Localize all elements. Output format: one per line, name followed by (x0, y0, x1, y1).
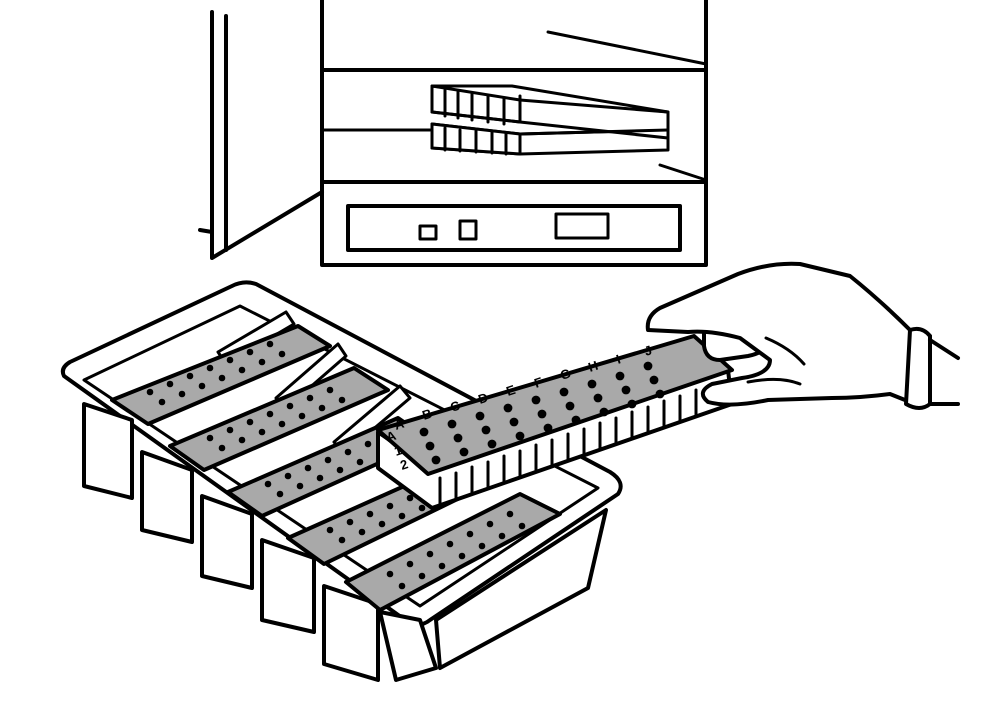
column-label: B (420, 406, 434, 423)
indicator-light (418, 224, 438, 241)
indicator-light (458, 219, 478, 241)
freezer-icon (198, 0, 708, 267)
row-label: 2 (398, 456, 410, 473)
tray-rack-5 (344, 492, 562, 612)
freezer-cabinet (320, 0, 708, 267)
column-label: I (614, 351, 622, 366)
display-window (554, 212, 610, 240)
stored-trays (430, 84, 670, 156)
tray-icon (60, 280, 623, 682)
column-label: D (476, 390, 490, 407)
tray-rack-wells (146, 340, 526, 590)
column-label: J (642, 342, 654, 359)
column-label: H (586, 358, 600, 375)
held-rack-top (376, 334, 734, 476)
column-label: G (558, 365, 572, 382)
gloved-hand (645, 261, 932, 407)
row-label: 1 (392, 442, 404, 459)
hand-icon (645, 261, 960, 410)
freezer-door (210, 10, 324, 260)
held-rack-wells (419, 361, 665, 465)
tray-rack-2 (168, 366, 390, 472)
glove-cuff (904, 326, 932, 410)
control-panel (346, 204, 682, 252)
held-rack-ribs (438, 388, 698, 506)
